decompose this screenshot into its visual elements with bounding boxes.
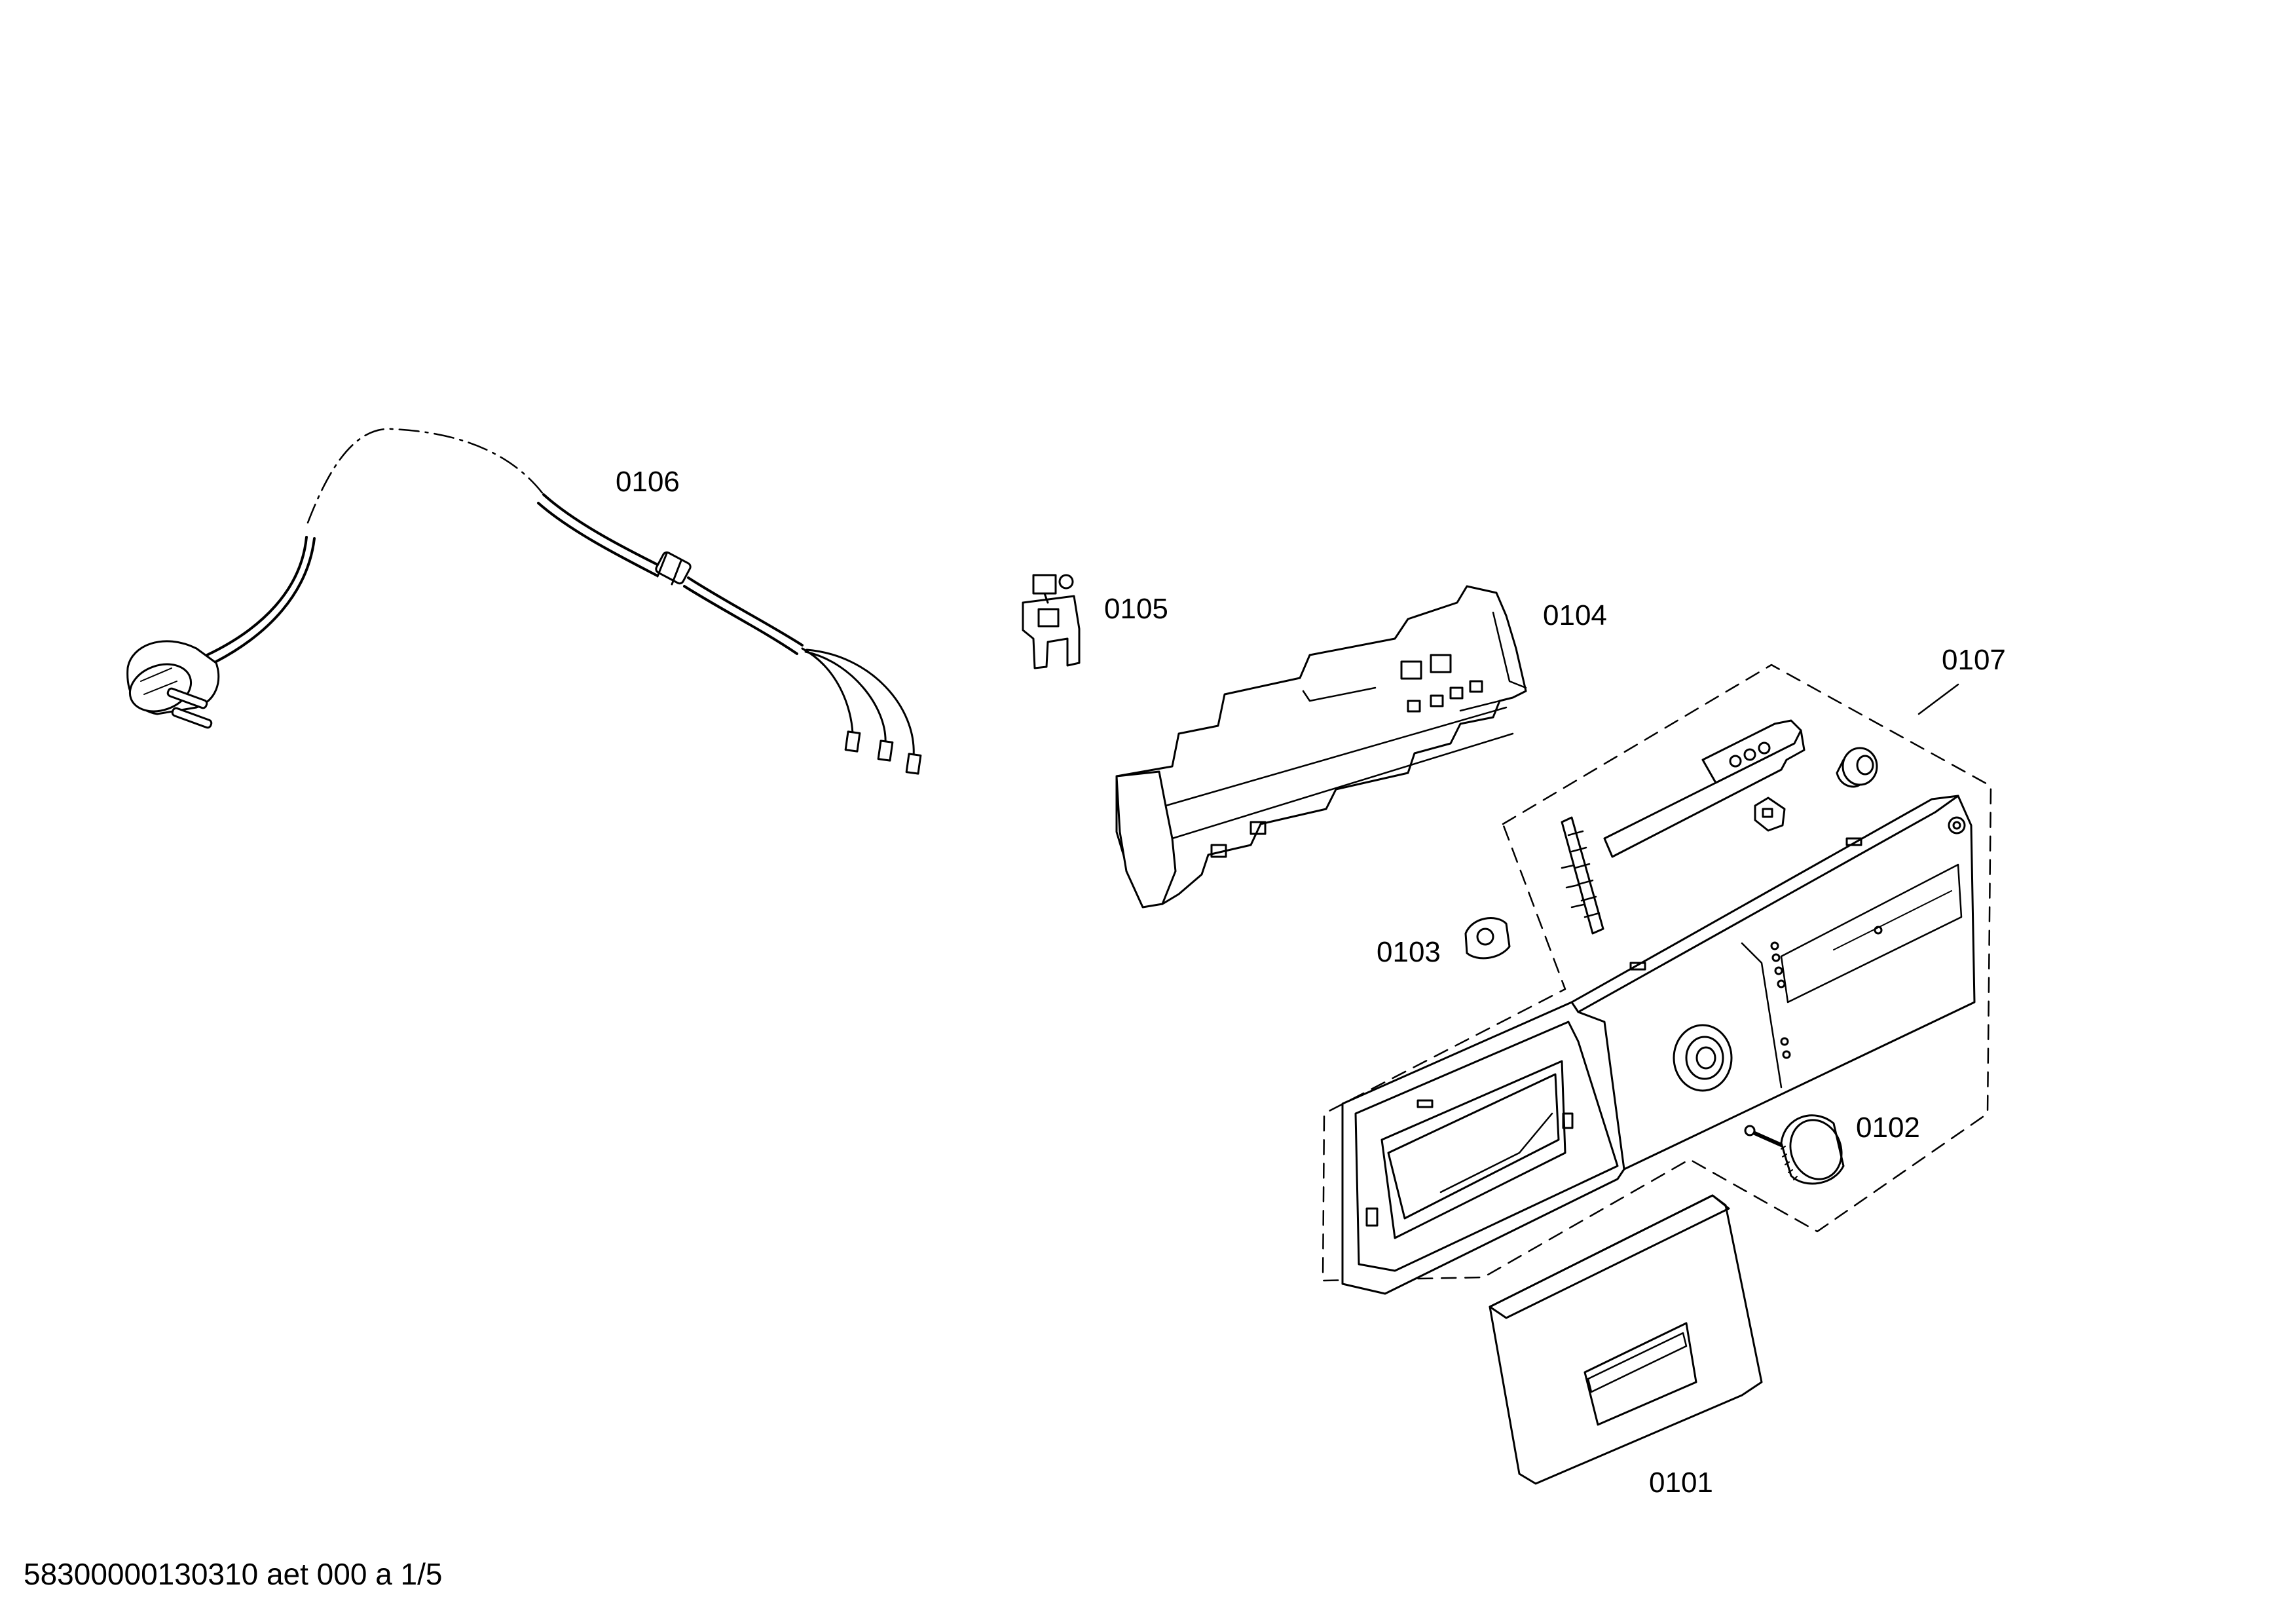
light-guide-drawing [1464, 816, 1604, 960]
part-label-0107: 0107 [1942, 644, 2006, 676]
power-cord-drawing [126, 428, 922, 775]
module-housing-drawing [1115, 585, 1527, 909]
part-label-0104: 0104 [1543, 599, 1607, 631]
switch-drawing [1022, 574, 1081, 669]
handle-drawing [1489, 1194, 1763, 1485]
part-label-0101: 0101 [1649, 1467, 1713, 1499]
part-label-0105: 0105 [1104, 593, 1168, 625]
part-label-0106: 0106 [616, 466, 680, 498]
drawing-reference-code: 58300000130310 aet 000 a 1/5 [24, 1557, 443, 1591]
panel-group-outline [1322, 664, 1992, 1282]
knob-drawing [1744, 1114, 1845, 1185]
part-label-0102: 0102 [1856, 1112, 1920, 1144]
part-label-0103: 0103 [1377, 936, 1441, 968]
control-panel-drawing [1341, 795, 1976, 1295]
display-bar-drawing [1603, 719, 1878, 858]
